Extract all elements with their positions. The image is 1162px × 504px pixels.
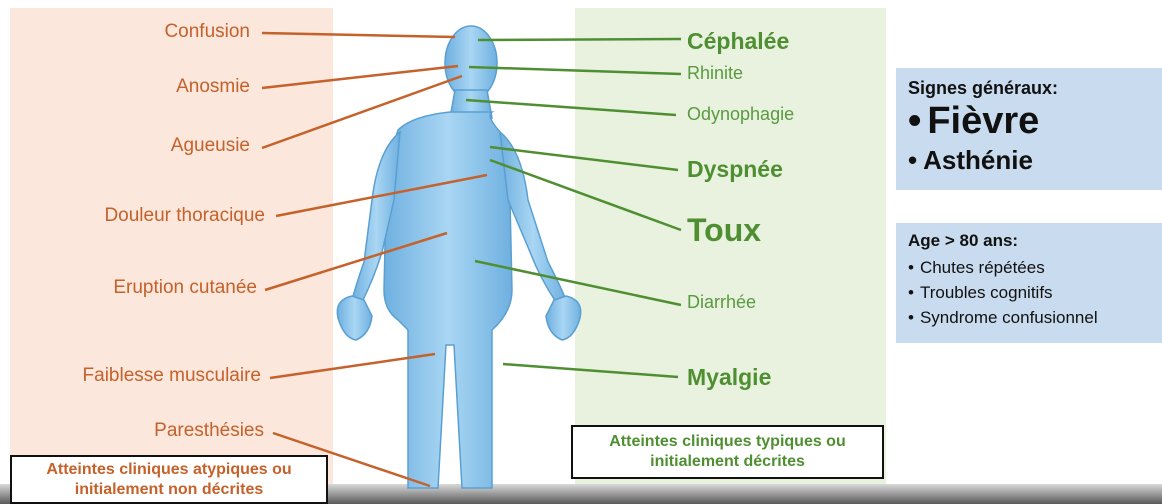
atypical-caption-line1: Atteintes cliniques atypiques ou: [12, 460, 326, 480]
elderly-sign-item: • Chutes répétées: [908, 255, 1162, 280]
typical-caption-line2: initialement décrites: [573, 452, 882, 472]
line-confusion: [262, 33, 455, 37]
elderly-sign-text: Syndrome confusionnel: [920, 308, 1098, 327]
line-cephalee: [478, 39, 681, 40]
elderly-signs-title: Age > 80 ans:: [908, 231, 1162, 251]
elderly-signs-box: Age > 80 ans: • Chutes répétées • Troubles…: [896, 223, 1162, 343]
general-sign-item: •Asthénie: [908, 145, 1162, 175]
bullet-icon: •: [908, 145, 917, 175]
right-hand-shape: [546, 296, 581, 340]
typical-caption-box: Atteintes cliniques typiques ou initiale…: [571, 425, 884, 479]
label-cephalee: Céphalée: [687, 28, 789, 55]
label-douleur-thoracique: Douleur thoracique: [20, 205, 265, 227]
general-sign-item: •Fièvre: [908, 101, 1162, 141]
bullet-icon: •: [908, 280, 914, 305]
general-signs-title: Signes généraux:: [908, 78, 1162, 99]
general-signs-box: Signes généraux: •Fièvre •Asthénie: [896, 68, 1162, 190]
line-anosmie: [262, 66, 458, 88]
bullet-icon: •: [908, 255, 914, 280]
label-agueusie: Agueusie: [40, 135, 250, 157]
bullet-icon: •: [908, 101, 921, 141]
label-paresthesies: Paresthésies: [40, 420, 264, 442]
left-hand-shape: [337, 296, 372, 340]
label-confusion: Confusion: [40, 21, 250, 43]
typical-caption-line1: Atteintes cliniques typiques ou: [573, 432, 882, 452]
elderly-sign-text: Troubles cognitifs: [920, 283, 1053, 302]
label-diarrhee: Diarrhée: [687, 292, 756, 313]
general-sign-text: Fièvre: [927, 100, 1039, 142]
label-odynophagie: Odynophagie: [687, 104, 794, 125]
elderly-sign-item: • Syndrome confusionnel: [908, 305, 1162, 330]
label-eruption-cutanee: Eruption cutanée: [20, 277, 257, 299]
label-dyspnee: Dyspnée: [687, 156, 783, 183]
elderly-sign-item: • Troubles cognitifs: [908, 280, 1162, 305]
general-sign-text: Asthénie: [923, 145, 1033, 175]
torso-shape: [384, 112, 512, 488]
label-rhinite: Rhinite: [687, 63, 743, 84]
bullet-icon: •: [908, 305, 914, 330]
atypical-caption-line2: initialement non décrites: [12, 480, 326, 500]
line-rhinite: [469, 67, 681, 74]
atypical-caption-box: Atteintes cliniques atypiques ou initial…: [10, 455, 328, 504]
label-myalgie: Myalgie: [687, 364, 771, 391]
line-myalgie: [503, 364, 678, 377]
label-faiblesse-musculaire: Faiblesse musculaire: [20, 365, 261, 387]
line-odynophagie: [466, 100, 676, 115]
label-anosmie: Anosmie: [40, 76, 250, 98]
label-toux: Toux: [687, 212, 761, 249]
elderly-sign-text: Chutes répétées: [920, 258, 1045, 277]
